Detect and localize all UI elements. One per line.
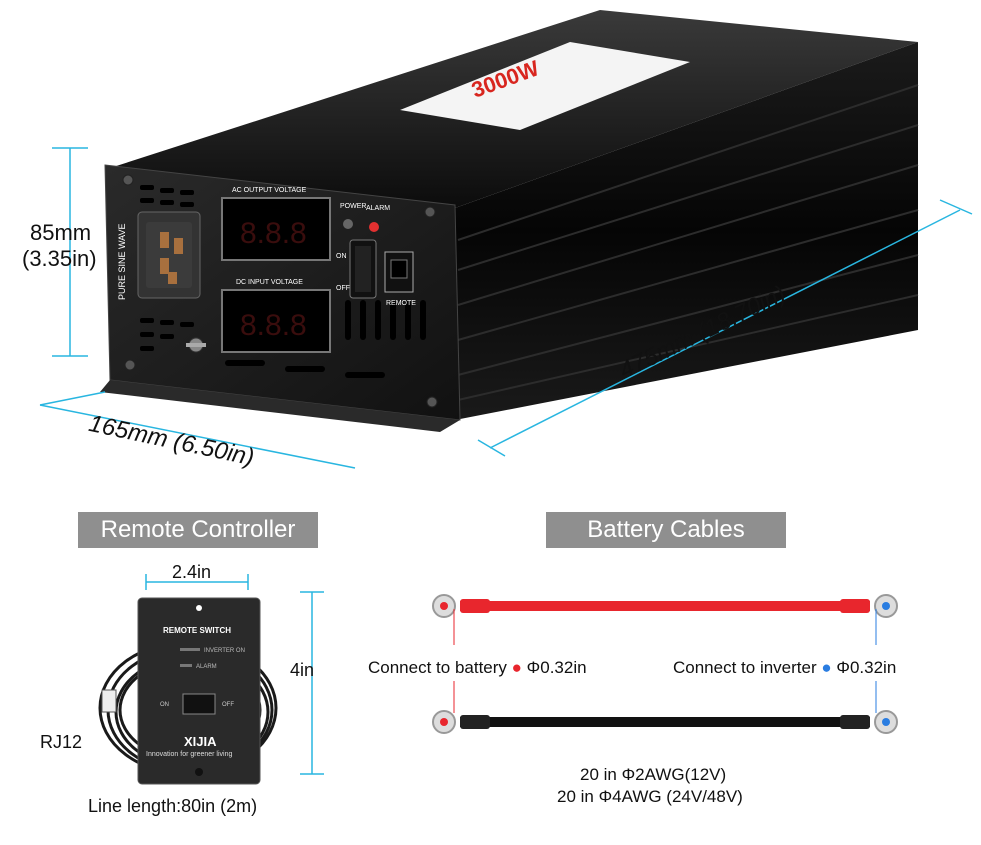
pure-sine-wave-label: PURE SINE WAVE	[117, 223, 127, 300]
power-label: POWER	[340, 203, 366, 210]
battery-cables-illustration	[432, 594, 898, 734]
height-dimension-inch-label: (3.35in)	[22, 246, 97, 271]
dimension-lines	[39, 147, 973, 469]
remote-height-label: 4in	[290, 660, 315, 680]
ac-display	[221, 197, 331, 261]
alarm-label: ALARM	[366, 205, 390, 212]
remote-controller-illustration: REMOTE SWITCH INVERTER ON ALARM ON OFF X…	[98, 574, 324, 785]
connect-battery-size: Φ0.32in	[526, 658, 587, 677]
inverter-top-label	[400, 42, 690, 130]
remote-off-label: OFF	[222, 702, 234, 708]
cable-spec-2: 20 in Φ4AWG (24V/48V)	[557, 787, 743, 806]
front-vents	[140, 185, 426, 378]
rj12-label: RJ12	[40, 732, 83, 752]
remote-on-label: ON	[160, 702, 169, 708]
red-cable	[432, 594, 898, 618]
inverter-side-face	[455, 42, 918, 420]
cable-spec-1: 20 in Φ2AWG(12V)	[580, 765, 727, 784]
remote-tagline: Innovation for greener living	[146, 751, 232, 758]
ac-outlet-icon	[137, 211, 201, 299]
battery-cables-header: Battery Cables	[546, 512, 786, 548]
line-length-label: Line length:80in (2m)	[88, 796, 258, 816]
ac-output-voltage-label: AC OUTPUT VOLTAGE	[232, 187, 307, 194]
connect-inverter-label: Connect to inverter ● Φ0.32in	[673, 658, 896, 678]
height-dimension-label: 85mm	[30, 220, 92, 245]
remote-brand: XIJIA	[184, 734, 217, 749]
remote-inverter-on-label: INVERTER ON	[204, 648, 245, 654]
remote-alarm-label: ALARM	[196, 664, 217, 670]
remote-switch-title: REMOTE SWITCH	[163, 626, 231, 635]
dc-input-voltage-label: DC INPUT VOLTAGE	[236, 279, 303, 286]
rj12-plug-icon	[101, 689, 117, 713]
alarm-led-icon	[369, 222, 379, 232]
remote-rocker-switch	[182, 693, 216, 715]
connect-inverter-size: Φ0.32in	[836, 658, 897, 677]
connect-battery-label: Connect to battery ● Φ0.32in	[368, 658, 587, 678]
switch-off-label: OFF	[336, 285, 350, 292]
blue-dot-icon: ●	[821, 658, 832, 677]
dc-display-value: 8.8.8	[240, 309, 307, 342]
remote-controller-header: Remote Controller	[78, 512, 318, 548]
switch-on-label: ON	[336, 253, 347, 260]
power-led-icon	[343, 219, 353, 229]
ground-terminal-icon	[186, 337, 206, 353]
inverter-illustration: 3000W	[39, 10, 973, 469]
remote-width-label: 2.4in	[172, 562, 212, 582]
remote-port-label: REMOTE	[386, 300, 416, 307]
red-dot-icon: ●	[511, 658, 522, 677]
connect-inverter-text: Connect to inverter	[673, 658, 817, 677]
ac-display-value: 8.8.8	[240, 217, 307, 250]
dc-display	[221, 289, 331, 353]
black-cable	[432, 710, 898, 734]
connect-battery-text: Connect to battery	[368, 658, 507, 677]
inverter-base-flange	[100, 380, 460, 432]
screw-icon	[122, 174, 438, 408]
remote-panel	[137, 597, 261, 785]
